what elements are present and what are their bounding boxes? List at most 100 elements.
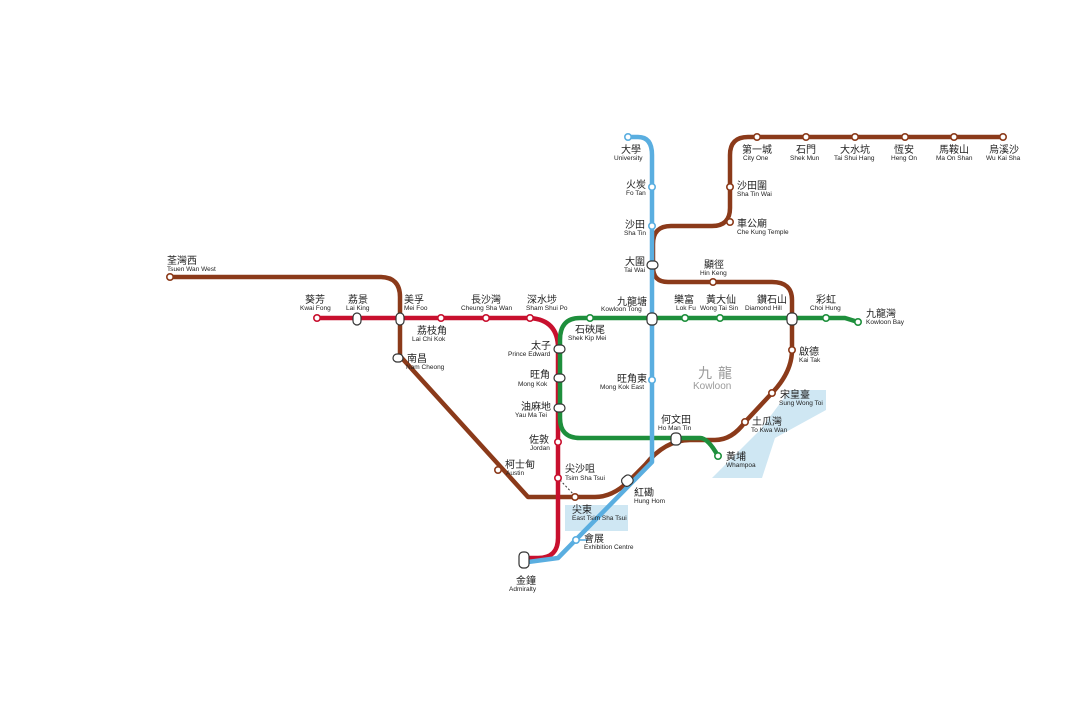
station-marker-exhibition-centre[interactable] [571,535,580,544]
station-marker-university[interactable] [623,133,632,142]
station-marker-sham-shui-po[interactable] [525,313,534,322]
station-university-en: University [614,155,643,162]
station-marker-kai-tak[interactable] [787,345,796,354]
station-che-kung-temple-zh[interactable]: 車公廟 [737,217,767,230]
station-cheung-sha-wan-zh[interactable]: 長沙灣 [471,294,501,306]
station-mong-kok-east-zh[interactable]: 旺角東 [617,372,647,385]
station-marker-fo-tan[interactable] [647,183,656,192]
station-marker-whampoa[interactable] [713,451,722,460]
station-marker-tsim-sha-tsui[interactable] [553,473,562,482]
mei-foo-interchange[interactable] [395,312,405,326]
kai-tak-zone [712,390,826,478]
admiralty-interchange[interactable] [518,551,530,569]
station-lai-king-zh[interactable]: 荔景 [348,293,368,306]
station-exhibition-centre-zh[interactable]: 會展 [584,532,604,545]
station-marker-tsuen-wan-west[interactable] [166,272,175,281]
station-ho-man-tin-zh[interactable]: 何文田 [661,413,691,426]
station-marker-hin-keng[interactable] [708,277,717,286]
station-marker-lai-chi-kok[interactable] [436,313,445,322]
station-admiralty-en: Admiralty [509,586,537,593]
station-sha-tin-en: Sha Tin [624,230,646,237]
station-marker-cheung-sha-wan[interactable] [481,313,490,322]
station-marker-shek-kip-mei[interactable] [585,313,594,322]
walking-link [559,479,576,497]
station-wong-tai-sin-zh[interactable]: 黃大仙 [706,293,736,306]
station-diamond-hill-zh[interactable]: 鑽石山 [757,293,787,306]
station-mei-foo-zh[interactable]: 美孚 [404,293,424,306]
station-nam-cheong-zh[interactable]: 南昌 [407,352,427,365]
station-jordan-zh[interactable]: 佐敦 [529,433,549,446]
station-east-tsim-sha-tsui-zh[interactable]: 尖東 [572,503,592,516]
station-kowloon-bay-zh[interactable]: 九龍灣 [866,307,896,320]
station-marker-city-one[interactable] [752,133,761,142]
prince-edward-interchange[interactable] [553,344,566,354]
station-tsuen-wan-west-zh[interactable]: 荃灣西 [167,254,197,267]
station-shek-mun-zh[interactable]: 石門 [796,144,816,156]
hung-hom-interchange[interactable] [620,473,635,488]
station-marker-wu-kai-sha[interactable] [998,133,1007,142]
station-hin-keng-zh[interactable]: 顯徑 [704,258,724,271]
station-marker-to-kwa-wan[interactable] [740,417,749,426]
station-mong-kok-zh[interactable]: 旺角 [530,369,550,381]
mong-kok-interchange[interactable] [553,373,566,383]
station-marker-wong-tai-sin[interactable] [715,313,724,322]
station-heng-on-zh[interactable]: 恆安 [894,143,914,156]
station-tai-wai-en: Tai Wai [624,267,645,274]
station-labels: 大學 University 火炭 Fo Tan 沙田 Sha Tin 大圍 Ta… [167,143,1021,593]
diamond-hill-interchange[interactable] [786,312,798,326]
tai-wai-interchange[interactable] [646,260,659,270]
station-hung-hom-zh[interactable]: 紅磡 [634,486,654,499]
station-fo-tan-zh[interactable]: 火炭 [626,179,646,191]
station-to-kwa-wan-zh[interactable]: 土瓜灣 [752,415,782,428]
station-austin-zh[interactable]: 柯士甸 [505,458,535,471]
station-marker-tai-shui-hang[interactable] [850,133,859,142]
station-choi-hung-zh[interactable]: 彩虹 [816,294,836,306]
station-sha-tin-wai-zh[interactable]: 沙田圍 [737,180,767,192]
station-marker-sha-tin[interactable] [647,222,656,231]
station-marker-austin[interactable] [493,465,502,474]
station-marker-choi-hung[interactable] [821,313,830,322]
station-marker-kwai-fong[interactable] [312,313,321,322]
station-whampoa-zh[interactable]: 黃埔 [726,450,746,463]
station-tai-shui-hang-zh[interactable]: 大水坑 [840,143,870,156]
station-lai-chi-kok-zh[interactable]: 荔枝角 [417,324,447,337]
station-ma-on-shan-zh[interactable]: 馬鞍山 [939,143,969,156]
station-marker-ma-on-shan[interactable] [949,133,958,142]
station-marker-kowloon-bay[interactable] [853,317,862,326]
station-lok-fu-zh[interactable]: 樂富 [674,293,694,306]
station-prince-edward-zh[interactable]: 太子 [531,339,551,352]
station-marker-che-kung-temple[interactable] [725,218,734,227]
station-university-zh[interactable]: 大學 [621,143,641,156]
station-city-one-zh[interactable]: 第一城 [742,143,772,156]
station-marker-jordan[interactable] [553,437,562,446]
lai-king-interchange[interactable] [352,312,362,326]
station-city-one-en: City One [743,155,769,162]
station-kowloon-tong-zh[interactable]: 九龍塘 [617,295,647,308]
station-heng-on-en: Heng On [891,155,917,162]
station-shek-kip-mei-zh[interactable]: 石硤尾 [575,324,605,336]
station-wong-tai-sin-en: Wong Tai Sin [700,305,738,312]
station-tai-wai-zh[interactable]: 大圍 [625,255,645,268]
station-wu-kai-sha-zh[interactable]: 烏溪沙 [989,143,1019,156]
station-marker-east-tsim-sha-tsui[interactable] [570,492,579,501]
station-admiralty-zh[interactable]: 金鐘 [516,574,536,587]
station-marker-shek-mun[interactable] [801,133,810,142]
station-kai-tak-zh[interactable]: 啟德 [799,345,819,358]
kowloon-tong-interchange[interactable] [646,312,658,326]
station-yau-ma-tei-zh[interactable]: 油麻地 [521,400,551,413]
station-tsim-sha-tsui-zh[interactable]: 尖沙咀 [565,462,595,475]
station-marker-mong-kok-east[interactable] [647,375,656,384]
station-sham-shui-po-zh[interactable]: 深水埗 [527,293,557,306]
station-marker-sha-tin-wai[interactable] [725,183,734,192]
ho-man-tin-interchange[interactable] [670,432,682,446]
station-marker-lok-fu[interactable] [680,313,689,322]
station-kwai-fong-zh[interactable]: 葵芳 [305,293,325,306]
nam-cheong-interchange[interactable] [392,353,404,363]
station-sha-tin-zh[interactable]: 沙田 [625,219,645,231]
station-marker-sung-wong-toi[interactable] [767,388,776,397]
station-yau-ma-tei-en: Yau Ma Tei [515,412,547,419]
station-marker-heng-on[interactable] [900,133,909,142]
station-sung-wong-toi-zh[interactable]: 宋皇臺 [780,388,810,401]
yau-ma-tei-interchange[interactable] [553,403,566,413]
